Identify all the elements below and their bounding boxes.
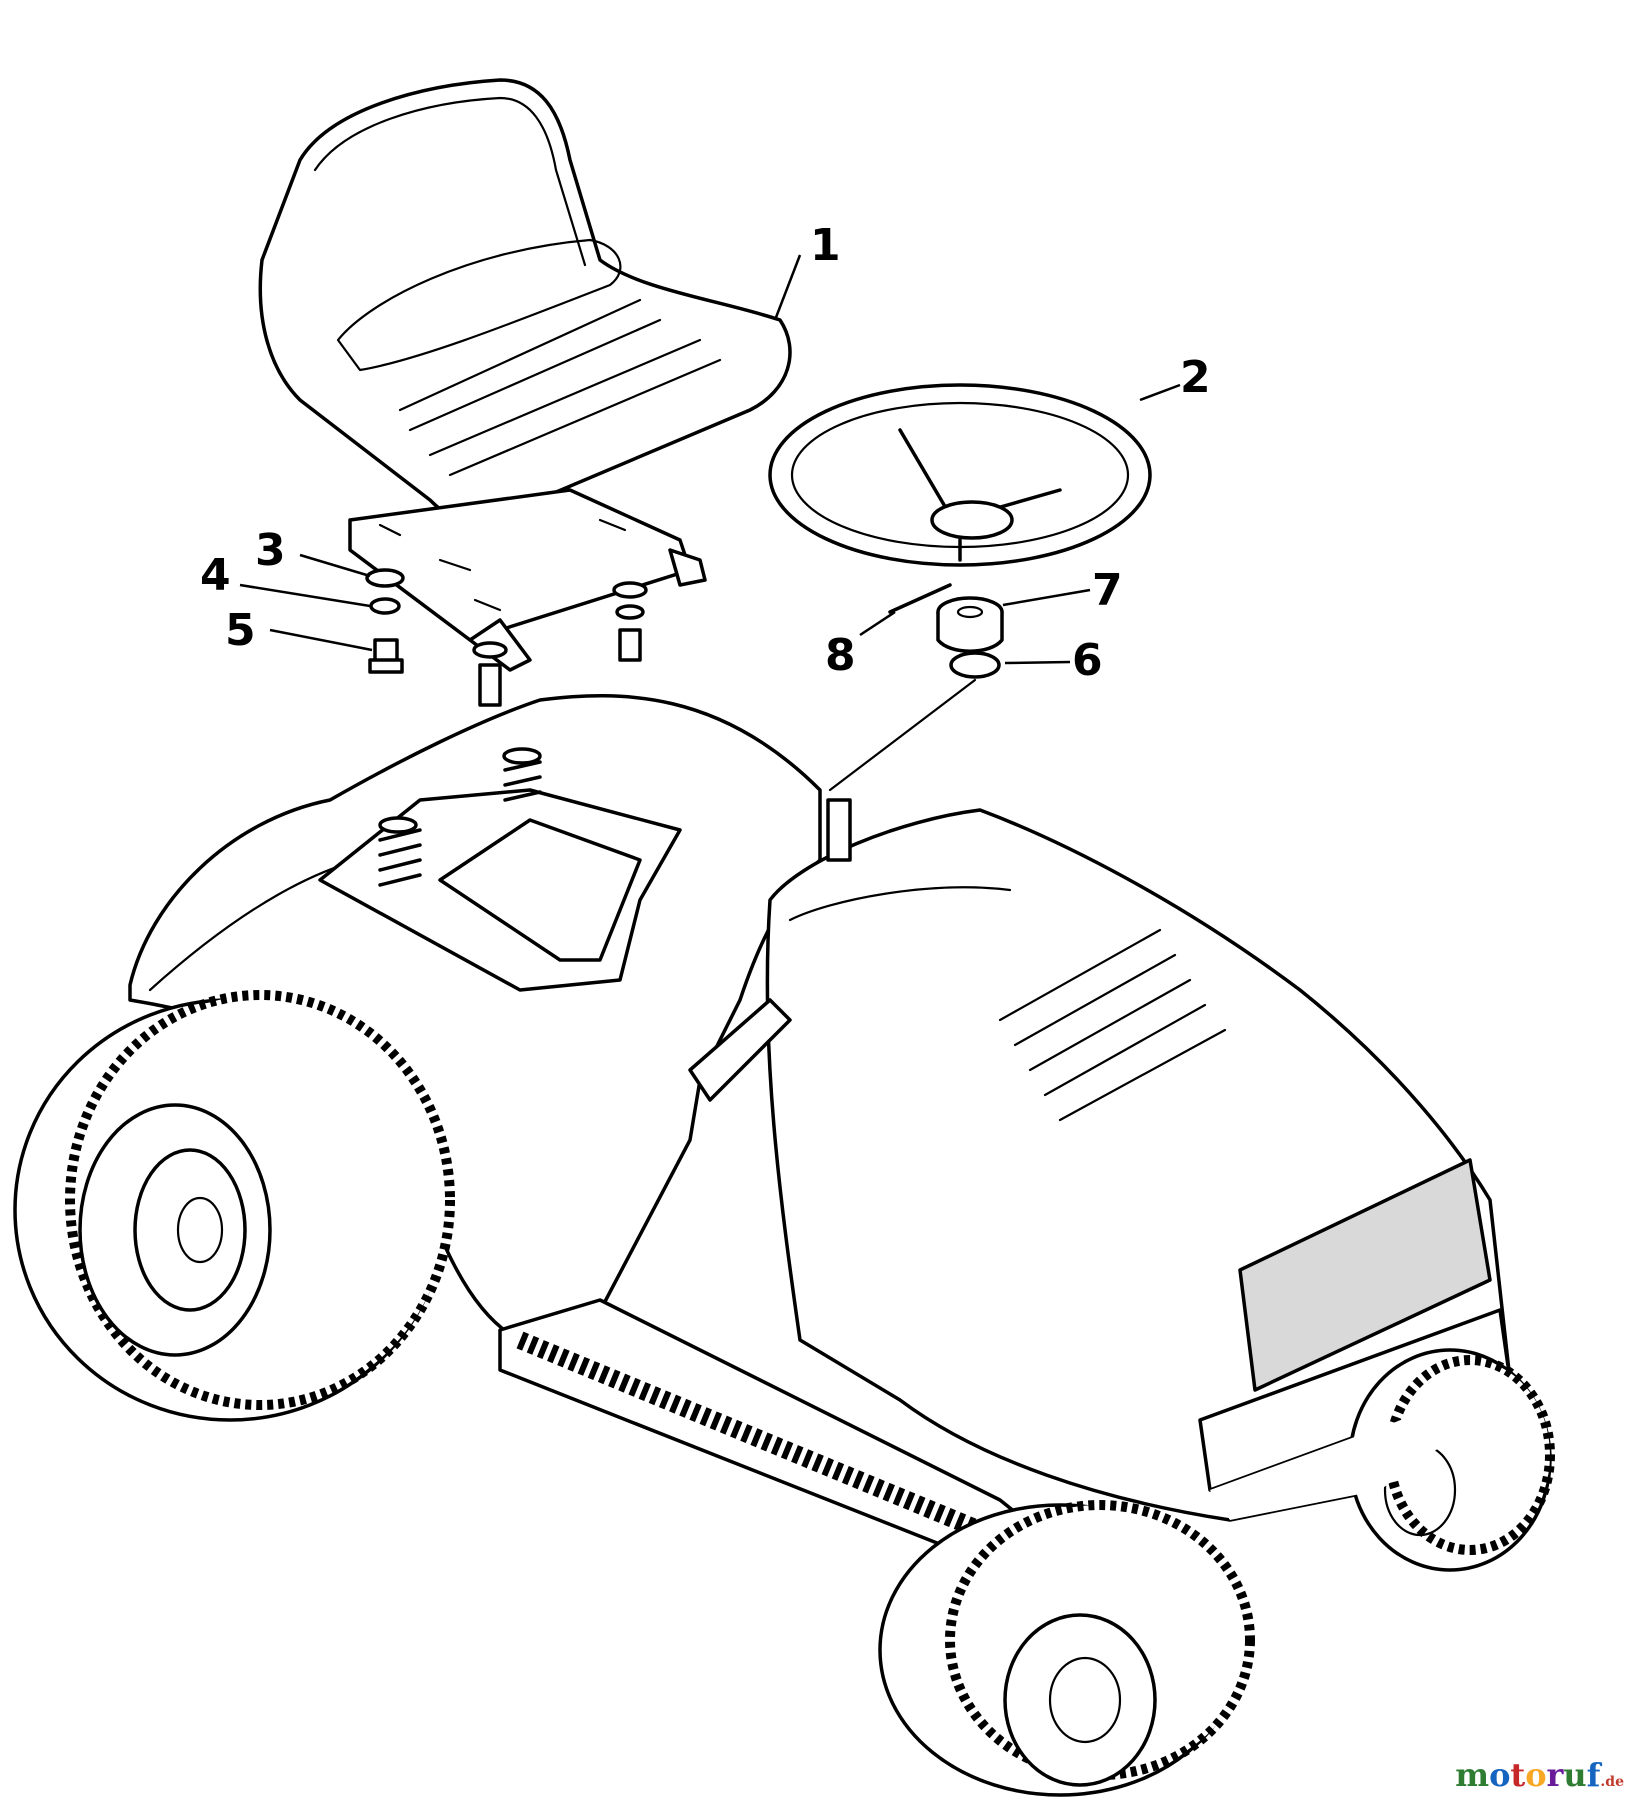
callout-2-label: 2 <box>1180 352 1211 403</box>
callout-2: 2 <box>1139 352 1211 403</box>
watermark-letter: m <box>1455 1756 1490 1794</box>
bolt-center <box>472 641 508 707</box>
bolt-5 <box>368 638 404 674</box>
seat-spring-left <box>378 816 422 887</box>
washer-3 <box>365 568 405 588</box>
watermark-letter: o <box>1525 1756 1547 1794</box>
front-wheel-left <box>1348 1348 1555 1572</box>
watermark-letter: f <box>1586 1756 1601 1794</box>
callout-6-label: 6 <box>1072 635 1103 686</box>
watermark-suffix: .de <box>1600 1774 1624 1790</box>
watermark-logo: motoruf.de <box>1455 1756 1624 1794</box>
watermark-letter: o <box>1489 1756 1511 1794</box>
washer-4 <box>369 597 401 615</box>
bolt-right <box>612 581 648 662</box>
front-wheel-right <box>878 1500 1255 1797</box>
callout-8: 8 <box>825 610 896 681</box>
seat-spring-right <box>502 747 542 802</box>
callout-8-label: 8 <box>825 630 856 681</box>
callout-4: 4 <box>200 550 371 608</box>
callout-5: 5 <box>225 605 373 656</box>
rear-wheel-left <box>13 990 455 1422</box>
callout-6: 6 <box>1004 635 1103 686</box>
pin-8 <box>888 583 952 614</box>
callout-5-label: 5 <box>225 605 256 656</box>
callout-3: 3 <box>255 525 371 578</box>
watermark-letter: t <box>1510 1756 1526 1794</box>
callout-3-label: 3 <box>255 525 286 576</box>
callout-7-label: 7 <box>1092 565 1123 616</box>
watermark-letter: u <box>1563 1756 1587 1794</box>
watermark-brand: motoruf <box>1455 1756 1600 1794</box>
watermark-letter: r <box>1546 1756 1564 1794</box>
callout-1: 1 <box>773 220 841 321</box>
tractor-body <box>128 694 1512 1562</box>
steering-hub-7 <box>936 596 1004 653</box>
callout-4-label: 4 <box>200 550 231 601</box>
callout-7: 7 <box>1002 565 1123 616</box>
callout-1-label: 1 <box>810 220 841 271</box>
seat <box>258 78 792 526</box>
steering-nut-6 <box>949 651 1001 679</box>
steering-wheel <box>768 383 1152 567</box>
